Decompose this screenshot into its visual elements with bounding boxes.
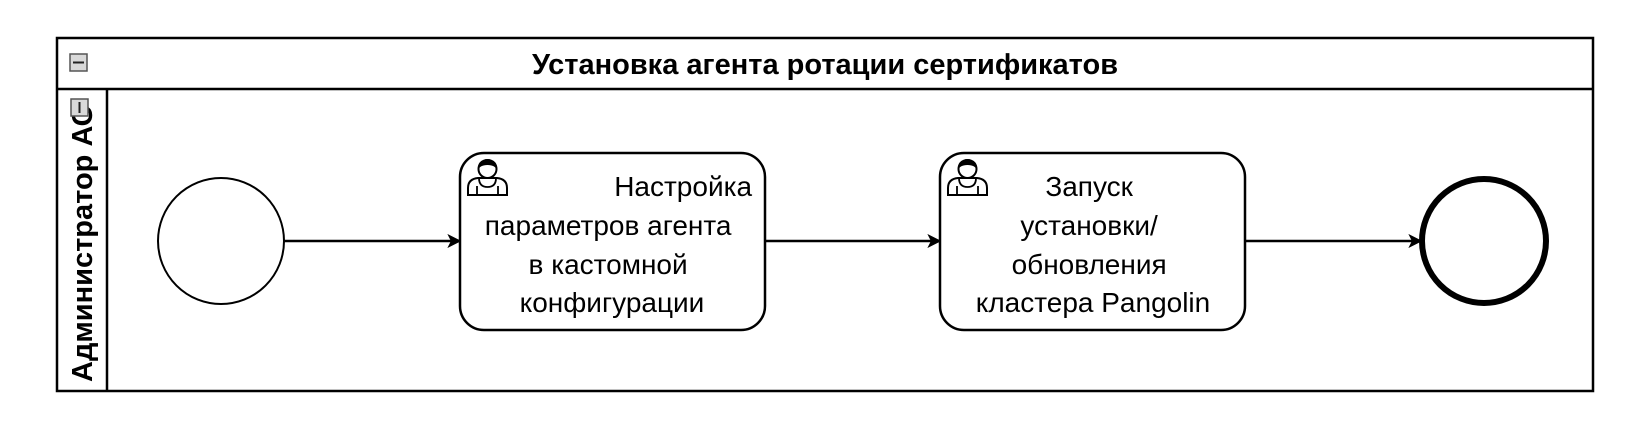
task-label-line: Настройка: [614, 171, 752, 202]
end-event[interactable]: [1419, 176, 1549, 306]
user-icon: [947, 159, 988, 196]
task-label: Запуск установки/ обновления кластера Pa…: [976, 171, 1210, 318]
task-label-line: в кастомной: [529, 249, 688, 280]
task-box: [458, 151, 767, 332]
task-label-line: кластера Pangolin: [976, 287, 1210, 318]
lane-collapse-button[interactable]: [70, 98, 89, 117]
task-label-line: параметров агента: [485, 210, 732, 241]
lane-title: Администратор АС: [67, 105, 99, 382]
user-icon: [467, 159, 508, 196]
pool-frame: [55, 36, 1595, 393]
task-box: [938, 151, 1247, 332]
task-label-line: конфигурации: [520, 287, 705, 318]
task-label-line: обновления: [1012, 249, 1167, 280]
user-task-agent-config[interactable]: Настройка параметров агента в кастомной …: [458, 151, 767, 332]
task-label-line: установки/: [1020, 210, 1158, 241]
task-label: Настройка параметров агента в кастомной …: [485, 171, 760, 318]
pool-collapse-button[interactable]: [69, 53, 88, 72]
user-task-cluster-install[interactable]: Запуск установки/ обновления кластера Pa…: [938, 151, 1247, 332]
pool-title: Установка агента ротации сертификатов: [532, 49, 1118, 81]
task-label-line: Запуск: [1045, 171, 1133, 202]
start-event[interactable]: [157, 177, 285, 305]
